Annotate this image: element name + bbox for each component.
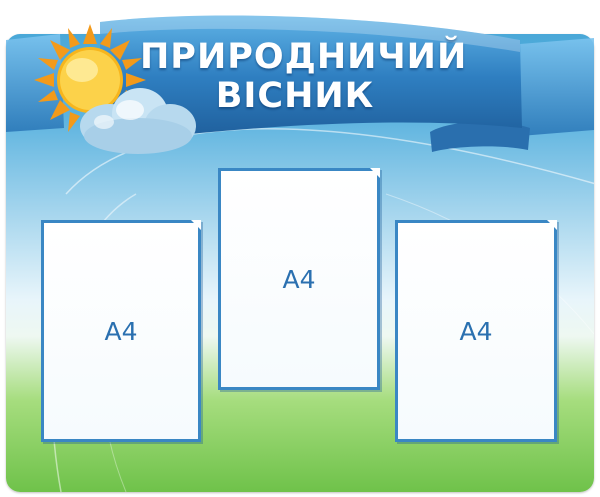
board-title: ПРИРОДНИЧИЙ ВІСНИК	[140, 37, 468, 116]
title-line-2: ВІСНИК	[215, 76, 375, 116]
ribbon-banner	[6, 15, 594, 152]
pocket-label: A4	[282, 264, 316, 294]
cloud-icon	[80, 88, 196, 154]
pocket-label: A4	[104, 316, 138, 346]
pocket-corner	[191, 220, 201, 230]
sun-icon	[34, 24, 146, 136]
a4-pocket-left: A4	[41, 220, 201, 442]
a4-pocket-right: A4	[395, 220, 557, 442]
a4-pocket-center: A4	[218, 168, 380, 390]
pocket-label: A4	[459, 316, 493, 346]
pocket-corner	[370, 168, 380, 178]
pocket-corner	[547, 220, 557, 230]
title-line-1: ПРИРОДНИЧИЙ	[140, 37, 468, 77]
